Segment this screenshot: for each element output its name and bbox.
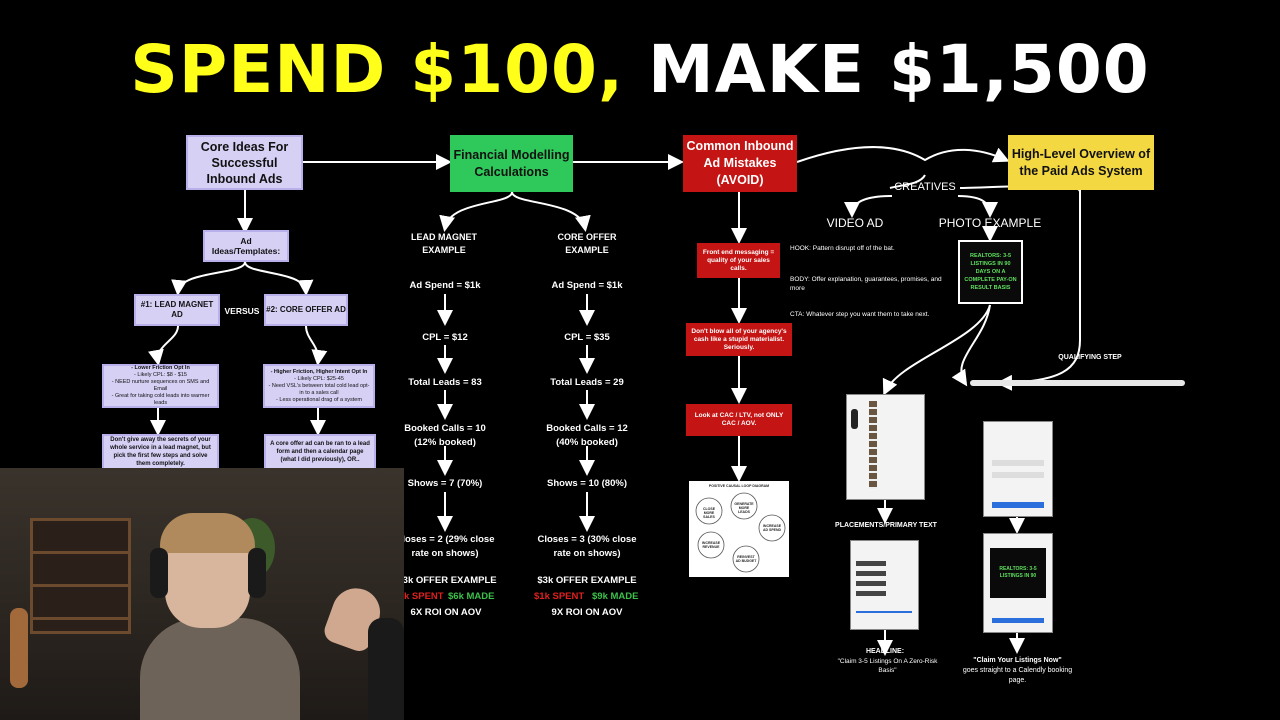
core-offer-notes: - Higher Friction, Higher Intent Opt In …	[263, 364, 375, 408]
lm-step: Total Leads = 83	[408, 377, 482, 388]
submit-bar	[992, 502, 1044, 508]
loop-node: INCREASE REVENUE	[701, 541, 721, 549]
financial-modelling-box: Financial Modelling Calculations	[450, 135, 573, 192]
co-step: Total Leads = 29	[550, 377, 624, 388]
lm-step: Shows = 7 (70%)	[407, 478, 483, 489]
high-level-overview-box: High-Level Overview of the Paid Ads Syst…	[1008, 135, 1154, 190]
co-step: Ad Spend = $1k	[551, 280, 623, 291]
claim-rest: goes straight to a Calendly booking page…	[962, 667, 1073, 684]
claim-bold: "Claim Your Listings Now"	[973, 657, 1062, 664]
lm-spent: k SPENT	[404, 591, 444, 602]
cta-bar	[992, 618, 1044, 623]
loop-node: CLOSE MORE SALES	[702, 507, 716, 519]
common-mistakes-box: Common Inbound Ad Mistakes (AVOID)	[683, 135, 797, 192]
video-ad-label: VIDEO AD	[826, 216, 884, 230]
headphone-right	[248, 548, 266, 598]
qualifying-step-label: QUALIFYING STEP	[1058, 354, 1122, 361]
qualifying-form-screenshot	[983, 421, 1053, 517]
lead-magnet-ad-box: #1: LEAD MAGNET AD	[134, 294, 220, 326]
webcam-overlay	[0, 468, 404, 720]
mistake-item: Don't blow all of your agency's cash lik…	[686, 323, 792, 356]
causal-loop-diagram: POSITIVE CAUSAL LOOP DIAGRAM CLOSE MORE …	[689, 481, 789, 577]
creatives-label: CREATIVES	[894, 181, 956, 193]
co-step: Shows = 10 (80%)	[547, 478, 627, 489]
lm-offer-label: $3k OFFER EXAMPLE	[397, 575, 497, 586]
microphone	[368, 618, 404, 720]
photo-example-label: PHOTO EXAMPLE	[938, 216, 1042, 230]
claim-listings-text: "Claim Your Listings Now" goes straight …	[955, 656, 1080, 686]
co-notes-line: - Less operational drag of a system	[276, 396, 362, 403]
loop-node: GENERATE MORE LEADS	[734, 502, 754, 514]
qualifying-form-bar	[970, 380, 1185, 386]
co-roi: 9X ROI ON AOV	[551, 607, 623, 618]
title-part-2: MAKE $1,500	[648, 31, 1150, 108]
ad-templates-box: Ad Ideas/Templates:	[203, 230, 289, 262]
body-text: BODY: Offer explanation, guarantees, pro…	[790, 276, 942, 292]
person-hair	[160, 513, 255, 553]
co-notes-heading: - Higher Friction, Higher Intent Opt In	[270, 368, 368, 375]
co-spent: $1k SPENT	[534, 591, 585, 602]
lead-magnet-description: Don't give away the secrets of your whol…	[102, 434, 219, 470]
core-offer-example-header: CORE OFFER EXAMPLE	[557, 232, 617, 255]
core-ideas-box: Core Ideas For Successful Inbound Ads	[186, 135, 303, 190]
phone-icon	[851, 409, 858, 429]
page-title: SPEND $100, MAKE $1,500	[0, 30, 1280, 110]
lm-step: CPL = $12	[422, 332, 468, 343]
photo-ad-preview: REALTORS: 3-5 LISTINGS IN 90 DAYS ON A C…	[958, 240, 1023, 304]
co-notes-line: - Need VSL's between total cold lead opt…	[268, 382, 370, 396]
placements-label: PLACEMENTS/PRIMARY TEXT	[835, 522, 937, 529]
headphone-left	[150, 548, 168, 598]
co-step: Booked Calls = 12 (40% booked)	[546, 423, 628, 448]
co-step: CPL = $35	[564, 332, 610, 343]
placements-screenshot	[846, 394, 925, 500]
co-made: $9k MADE	[592, 591, 639, 602]
cta-text: CTA: Whatever step you want them to take…	[790, 311, 930, 318]
list-thumbnails	[856, 561, 886, 601]
lm-made: $6k MADE	[448, 591, 495, 602]
lm-roi: 6X ROI ON AOV	[410, 607, 482, 618]
thumbnail-strip	[869, 401, 877, 489]
lm-notes-line: - Likely CPL: $8 - $15	[134, 372, 187, 378]
co-notes-line: - Likely CPL: $25-45	[294, 375, 344, 382]
loop-circles	[695, 492, 786, 573]
headline-label: HEADLINE:	[865, 648, 905, 655]
hook-text: HOOK: Pattern disrupt off of the bat.	[790, 245, 895, 252]
mistake-item: Front end messaging = quality of your sa…	[697, 243, 780, 278]
co-step: Closes = 3 (30% close rate on shows)	[537, 534, 637, 559]
lm-step: Closes = 2 (29% close rate on shows)	[395, 534, 495, 559]
co-offer-label: $3k OFFER EXAMPLE	[537, 575, 637, 586]
lm-step: Ad Spend = $1k	[409, 280, 481, 291]
form-field	[992, 472, 1044, 478]
lm-step: Booked Calls = 10 (12% booked)	[404, 423, 486, 448]
loop-title: POSITIVE CAUSAL LOOP DIAGRAM	[708, 484, 770, 488]
core-offer-ad-box: #2: CORE OFFER AD	[264, 294, 348, 326]
mistake-item: Look at CAC / LTV, not ONLY CAC / AOV.	[686, 404, 792, 436]
person-hoodie	[140, 618, 300, 720]
lead-magnet-notes: - Lower Friction Opt In - Likely CPL: $8…	[102, 364, 219, 408]
lm-notes-line: - NEED nurture sequences on SMS and Emai…	[111, 379, 210, 392]
versus-label: VERSUS	[224, 306, 260, 316]
loop-node: INCREASE AD SPEND	[762, 524, 782, 532]
title-part-1: SPEND $100,	[130, 31, 625, 108]
guitar	[10, 608, 28, 688]
phone-ad-text: REALTORS: 3-5 LISTINGS IN 90	[990, 548, 1046, 598]
bookshelf	[30, 518, 131, 634]
headline-text: "Claim 3-5 Listings On A Zero-Risk Basis…	[837, 658, 938, 674]
primary-text-screenshot	[850, 540, 919, 630]
lm-notes-heading: - Lower Friction Opt In	[131, 365, 190, 371]
core-offer-description: A core offer ad can be ran to a lead for…	[264, 434, 376, 470]
lm-notes-line: - Great for taking cold leads into warme…	[111, 393, 210, 406]
form-field	[992, 460, 1044, 466]
accent-line	[856, 611, 912, 613]
loop-node: REINVEST AD BUDGET	[735, 555, 757, 563]
lead-magnet-example-header: LEAD MAGNET EXAMPLE	[411, 232, 477, 255]
phone-preview-screenshot: REALTORS: 3-5 LISTINGS IN 90	[983, 533, 1053, 633]
